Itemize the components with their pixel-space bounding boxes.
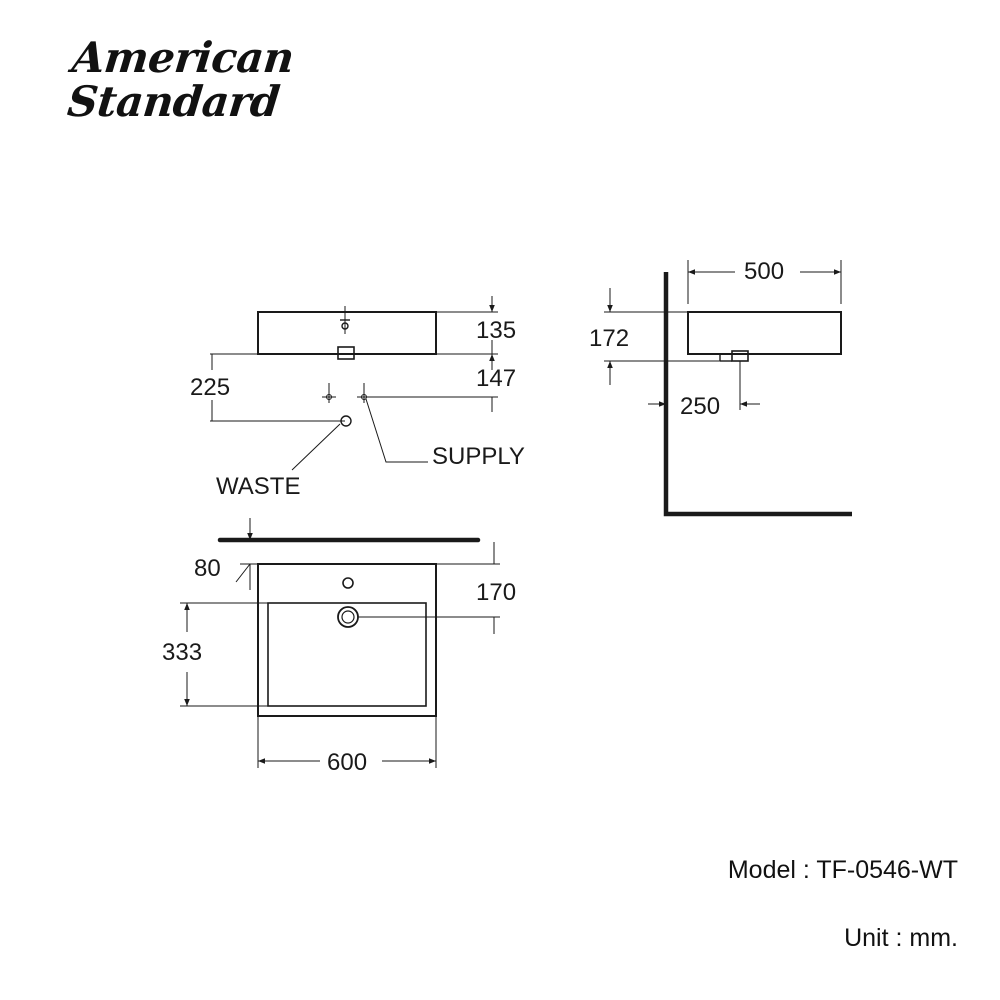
- plan-drain-outer: [337, 606, 359, 628]
- label-waste: WASTE: [216, 473, 300, 500]
- dim-plan-tap: 170: [476, 579, 516, 606]
- side-view: [604, 260, 852, 517]
- side-waste-outlet: [731, 350, 749, 362]
- waste-leader: [291, 423, 341, 471]
- plan-tap-hole: [342, 577, 354, 589]
- dim-plan-width: 600: [327, 749, 367, 776]
- dim-side-depth: 500: [744, 258, 784, 285]
- plan-view: [180, 518, 500, 768]
- dim-top-waste-height: 147: [476, 365, 516, 392]
- dim-top-offset: 225: [190, 374, 230, 401]
- supply-point: [322, 383, 371, 403]
- wall-and-floor: [663, 272, 852, 517]
- unit-label: Unit : mm.: [844, 924, 958, 952]
- plan-drain-inner: [341, 610, 355, 624]
- plan-bowl-outline: [267, 602, 427, 707]
- dim-side-height: 172: [589, 325, 629, 352]
- dim-plan-bowl: 333: [162, 639, 202, 666]
- label-supply: SUPPLY: [432, 443, 525, 470]
- waste-point: [340, 415, 352, 427]
- front-waste-outlet: [337, 346, 355, 360]
- dim-plan-rim: 80: [194, 555, 221, 582]
- front-view: [210, 296, 498, 471]
- supply-leader: [365, 398, 428, 463]
- side-basin-outline: [687, 311, 842, 355]
- model-number: Model : TF-0546-WT: [727, 856, 958, 884]
- plan-basin-outline: [257, 563, 437, 717]
- dim-side-waste: 250: [680, 393, 720, 420]
- dim-top-height: 135: [476, 317, 516, 344]
